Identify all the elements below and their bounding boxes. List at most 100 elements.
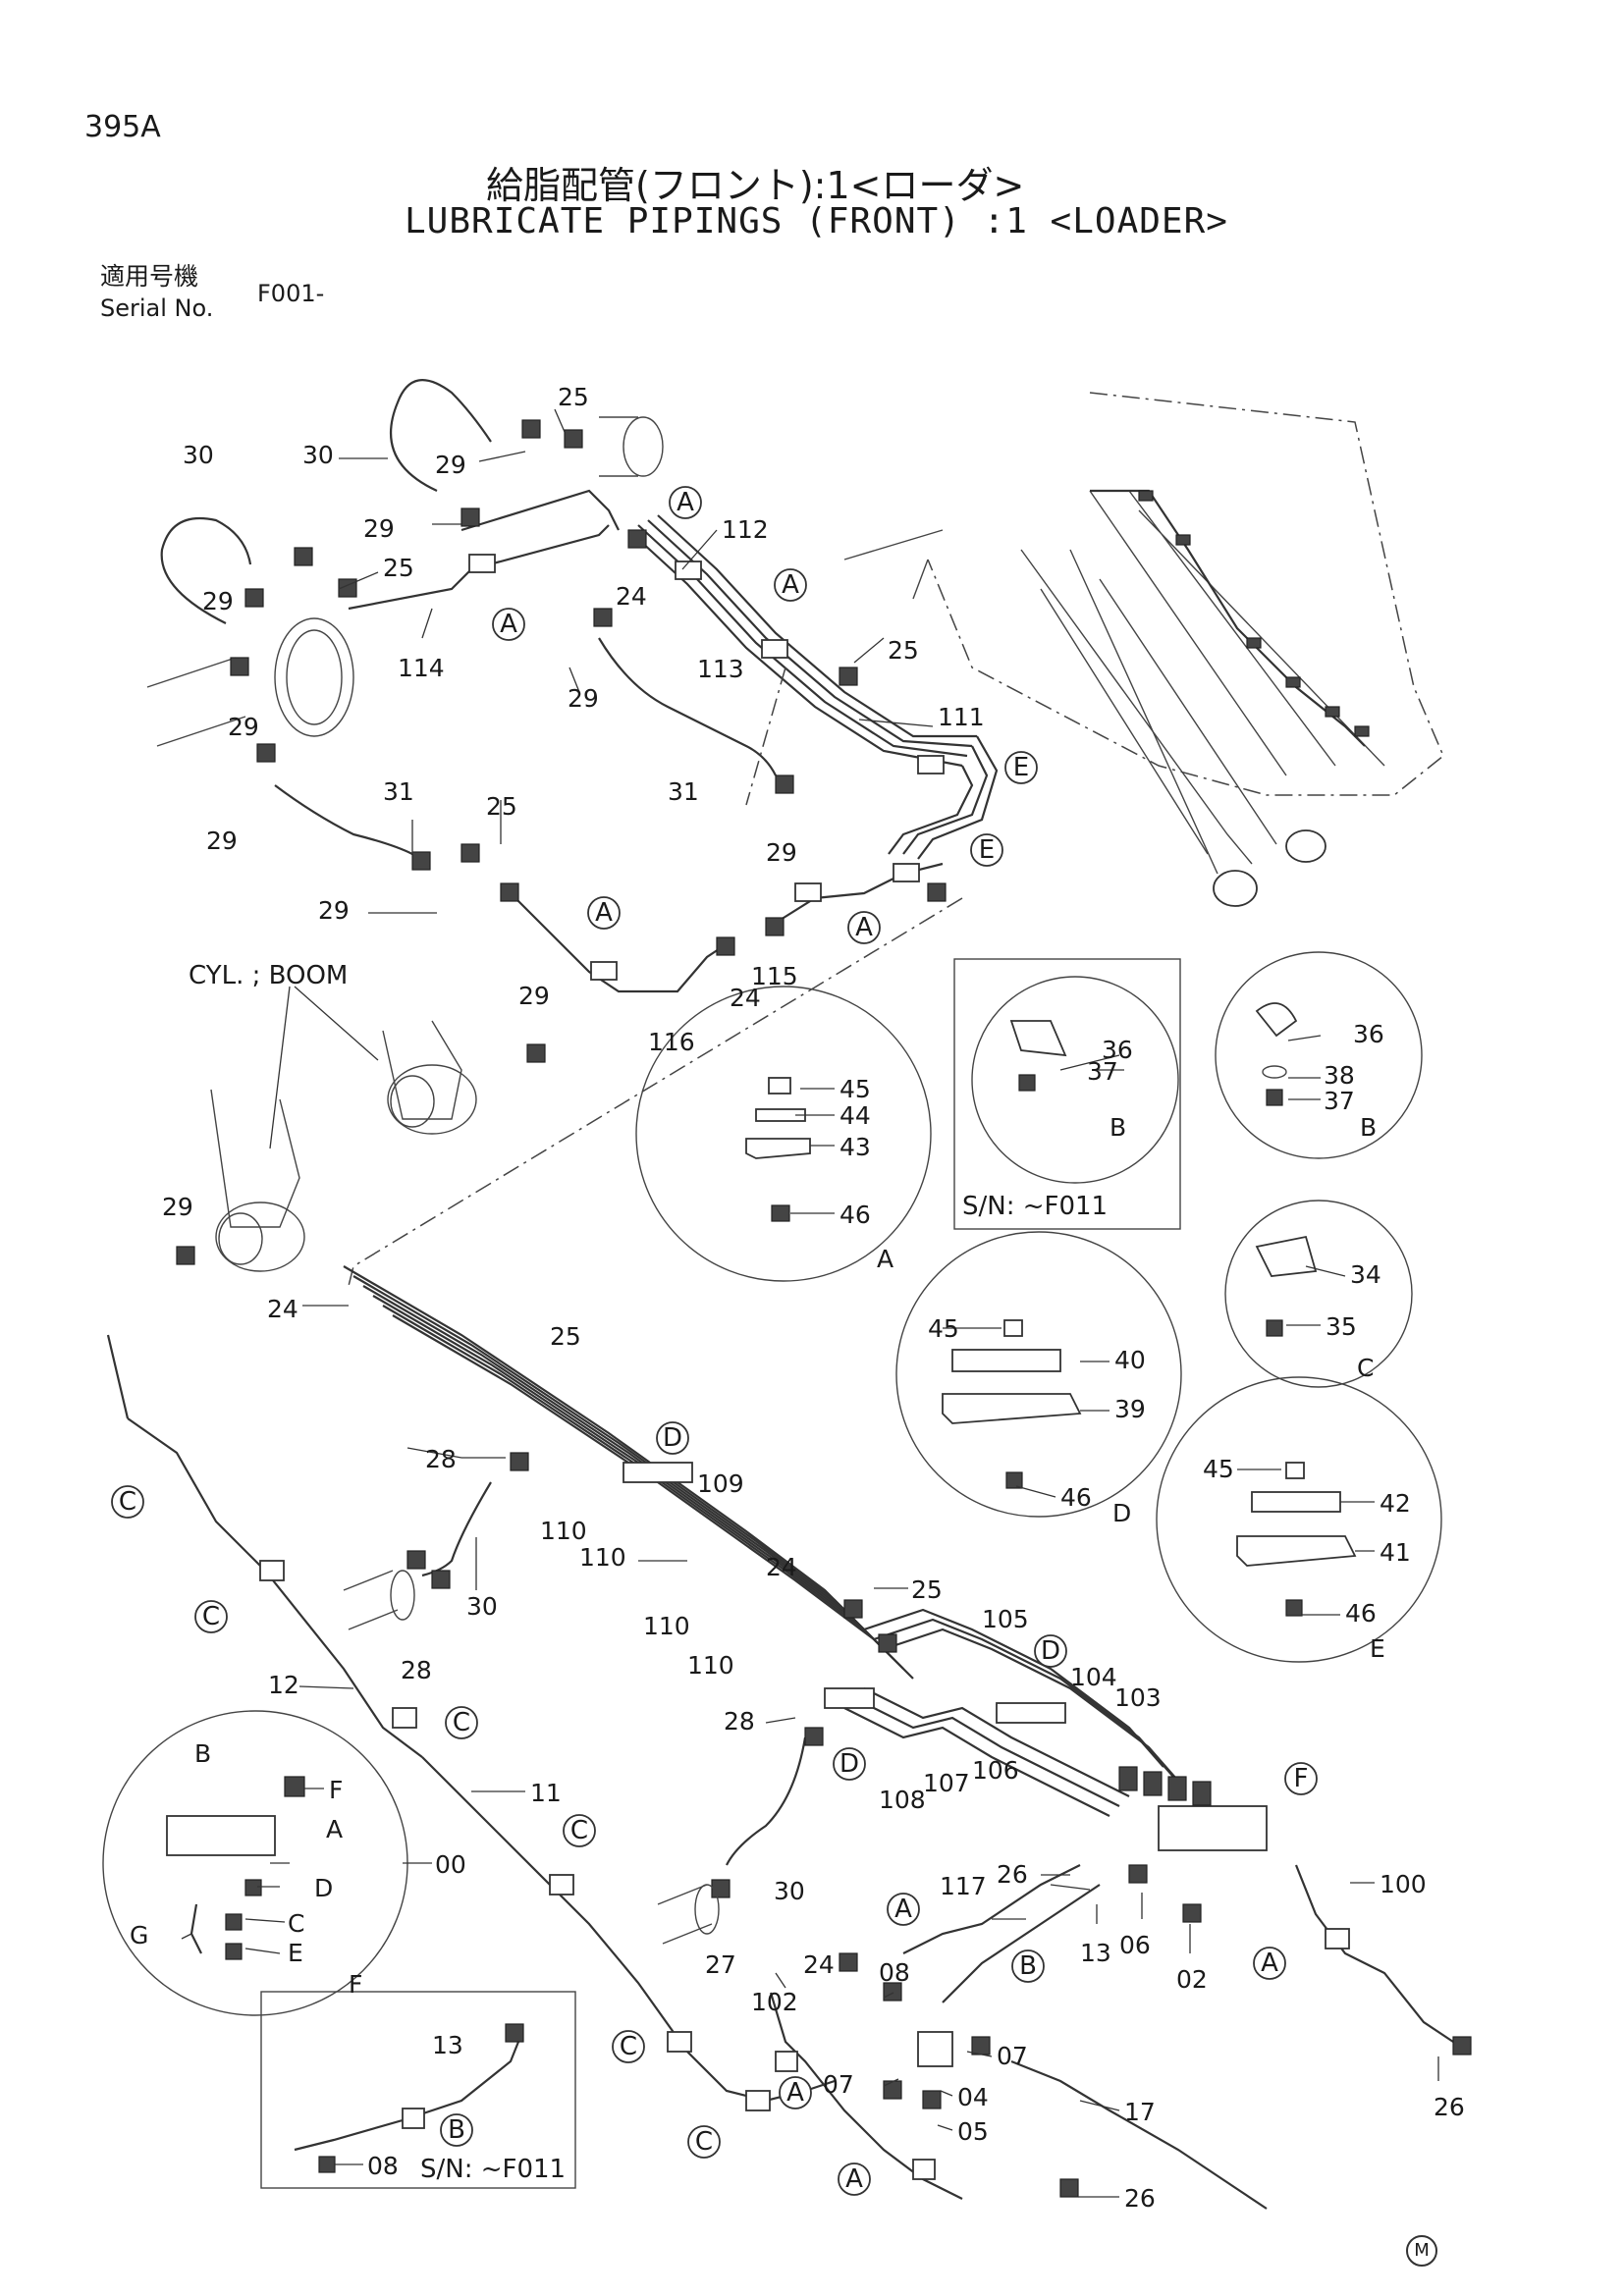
- part-label: 110: [643, 1612, 690, 1640]
- title-english: LUBRICATE PIPINGS (FRONT) :1 <LOADER>: [405, 201, 1228, 241]
- part-label: 24: [766, 1553, 797, 1581]
- clamp-a4: [794, 882, 822, 902]
- part-label: 25: [911, 1575, 943, 1604]
- svg-text:D: D: [839, 1749, 859, 1779]
- svg-text:C: C: [695, 2127, 713, 2157]
- part-label: 29: [363, 514, 395, 543]
- clamp-c1: [259, 1560, 285, 1581]
- part-label: 28: [724, 1707, 755, 1735]
- svg-text:B: B: [1019, 1951, 1037, 1981]
- callout-e: E: [1004, 751, 1038, 784]
- detail-e-circle: [1156, 1376, 1442, 1663]
- callout-a: A: [1253, 1947, 1286, 1980]
- part-label: 106: [972, 1756, 1019, 1785]
- svg-text:E: E: [979, 835, 995, 865]
- part-label: C: [1357, 1354, 1374, 1382]
- callout-c: C: [445, 1706, 478, 1739]
- part-label: 36: [1353, 1020, 1384, 1048]
- part-label: 117: [940, 1872, 987, 1900]
- serial-label-english: Serial No.: [100, 294, 214, 322]
- callout-a: A: [587, 896, 621, 930]
- clamp-c5: [745, 2090, 771, 2111]
- upper-pipe-assembly: [146, 379, 999, 993]
- part-label: 24: [267, 1295, 298, 1323]
- part-label: A: [877, 1245, 893, 1273]
- part-label: 37: [1324, 1087, 1355, 1115]
- callout-a: A: [492, 608, 525, 641]
- part-label: 28: [425, 1445, 457, 1473]
- part-label: F: [349, 1970, 362, 1999]
- part-label: 13: [1080, 1939, 1111, 1967]
- part-label: 30: [302, 441, 334, 469]
- part-label: 25: [888, 636, 919, 665]
- callout-c: C: [687, 2125, 721, 2159]
- part-label: 11: [530, 1779, 562, 1807]
- part-label: 25: [486, 792, 517, 821]
- callout-e: E: [970, 833, 1003, 867]
- detail-c-circle: [1224, 1200, 1413, 1388]
- part-label: 46: [839, 1201, 871, 1229]
- svg-text:D: D: [1041, 1636, 1060, 1666]
- part-label: 112: [722, 515, 769, 544]
- svg-text:F: F: [1294, 1764, 1309, 1793]
- part-label: 07: [823, 2070, 854, 2099]
- svg-text:A: A: [855, 913, 873, 942]
- part-label: 41: [1380, 1538, 1411, 1567]
- part-label: 13: [432, 2031, 463, 2059]
- part-label: G: [130, 1921, 148, 1949]
- part-label: 07: [997, 2042, 1028, 2070]
- callout-d: D: [833, 1747, 866, 1781]
- part-label: D: [1112, 1499, 1131, 1527]
- part-label: D: [314, 1874, 333, 1902]
- part-label: 24: [730, 984, 761, 1012]
- svg-text:A: A: [786, 2078, 804, 2108]
- detail-sn-box: [260, 1991, 576, 2189]
- svg-text:B: B: [448, 2115, 465, 2145]
- part-label: 29: [318, 896, 350, 925]
- corner-mark: M: [1406, 2235, 1437, 2267]
- part-label: 109: [697, 1469, 744, 1498]
- serial-number-value: F001-: [257, 280, 325, 307]
- svg-text:C: C: [202, 1602, 220, 1631]
- part-label: 06: [1119, 1931, 1151, 1959]
- part-label: 29: [568, 684, 599, 713]
- boom-pin-right: [1285, 829, 1326, 863]
- detail-b-box: [953, 958, 1181, 1230]
- part-label: 45: [839, 1075, 871, 1103]
- part-label: 37: [1087, 1057, 1118, 1086]
- part-label: 111: [938, 703, 985, 731]
- part-label: 29: [228, 713, 259, 741]
- part-label: 110: [687, 1651, 734, 1680]
- clamp-e2: [893, 863, 920, 882]
- part-label: 29: [435, 451, 466, 479]
- svg-text:C: C: [570, 1816, 588, 1845]
- part-label: 26: [1124, 2184, 1156, 2213]
- callout-a: A: [774, 568, 807, 602]
- detail-b-circle: [1215, 951, 1423, 1159]
- cylinder-boom-note: CYL. ; BOOM: [189, 961, 348, 990]
- serial-label-japanese: 適用号機: [100, 262, 199, 291]
- clamp-a2: [675, 561, 702, 580]
- part-label: 39: [1114, 1395, 1146, 1423]
- callout-a: A: [669, 486, 702, 519]
- serial-range-note: S/N: ~F011: [420, 2155, 566, 2184]
- svg-text:A: A: [677, 488, 694, 517]
- svg-text:A: A: [500, 610, 517, 639]
- part-label: 113: [697, 655, 744, 683]
- clamp-e1: [917, 755, 945, 774]
- callout-c: C: [563, 1814, 596, 1847]
- divider-block-04: [917, 2031, 953, 2067]
- part-label: 107: [923, 1769, 970, 1797]
- part-label: 108: [879, 1786, 926, 1814]
- part-label: 08: [367, 2152, 399, 2180]
- part-label: 110: [579, 1543, 626, 1572]
- callout-d: D: [656, 1421, 689, 1455]
- part-label: 08: [879, 1958, 910, 1987]
- clamp-a1: [468, 554, 496, 573]
- part-label: 36: [1102, 1036, 1133, 1064]
- clamp-a5: [590, 961, 618, 981]
- part-label: A: [326, 1815, 343, 1843]
- part-label: 28: [401, 1656, 432, 1684]
- title-japanese: 給脂配管(フロント):1<ローダ>: [486, 164, 1025, 207]
- detail-views: [102, 951, 1442, 2189]
